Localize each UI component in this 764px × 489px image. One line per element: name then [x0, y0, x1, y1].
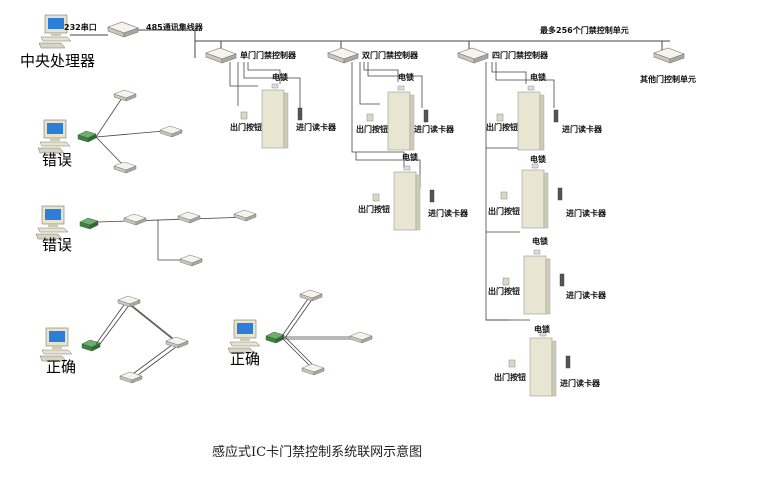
double-door-controller — [327, 47, 359, 64]
diagram-caption: 感应式IC卡门禁控制系统联网示意图 — [212, 444, 422, 460]
hub-label: 485通讯集线器 — [146, 22, 204, 32]
quad-door-set-3 — [502, 249, 565, 315]
other-unit-label: 其他门控制单元 — [640, 74, 696, 84]
quad-reader-label-2: 进门读卡器 — [566, 208, 607, 218]
quad-door-set-2 — [500, 163, 563, 229]
single-lock-label: 电锁 — [272, 72, 288, 82]
quad-wires — [485, 62, 555, 321]
quad-button-label-4: 出门按钮 — [494, 372, 526, 382]
ctrl-double-label: 双门门禁控制器 — [362, 50, 419, 60]
quad-door-set-1 — [496, 85, 559, 151]
quad-button-label-2: 出门按钮 — [488, 206, 520, 216]
wrong-label-2: 错误 — [42, 236, 72, 254]
double-door-set-1 — [366, 85, 429, 151]
quad-button-label-1: 出门按钮 — [486, 122, 518, 132]
ctrl-single-label: 单门门禁控制器 — [240, 50, 297, 60]
single-reader-label: 进门读卡器 — [296, 122, 337, 132]
central-label: 中央处理器 — [20, 52, 95, 70]
double-wires — [351, 62, 423, 188]
quad-lock-label-4: 电锁 — [534, 324, 550, 334]
wrong-tree-topology — [35, 205, 257, 267]
single-door-set — [240, 83, 303, 149]
wrong-star-topology — [37, 89, 183, 174]
quad-door-controller — [457, 47, 489, 64]
other-control-unit — [653, 47, 685, 64]
quad-button-label-3: 出门按钮 — [488, 286, 520, 296]
correct-label-2: 正确 — [230, 350, 260, 368]
double-lock-label-2: 电锁 — [402, 152, 418, 162]
port-label: 232串口 — [64, 22, 97, 32]
quad-lock-label-3: 电锁 — [532, 236, 548, 246]
quad-reader-label-1: 进门读卡器 — [562, 124, 603, 134]
wrong-label-1: 错误 — [42, 151, 72, 169]
double-reader-label-1: 进门读卡器 — [414, 124, 455, 134]
ctrl-quad-label: 四门门禁控制器 — [492, 50, 549, 60]
quad-reader-label-4: 进门读卡器 — [560, 378, 601, 388]
quad-lock-label-1: 电锁 — [530, 72, 546, 82]
double-button-label-1: 出门按钮 — [356, 124, 388, 134]
single-wires — [229, 62, 301, 108]
double-door-set-2 — [372, 165, 435, 231]
correct-chain-topology-2 — [227, 289, 373, 376]
single-door-controller — [205, 47, 237, 64]
double-lock-label-1: 电锁 — [398, 72, 414, 82]
correct-chain-topology-1 — [39, 295, 189, 384]
max-units-label: 最多256个门禁控制单元 — [540, 25, 629, 35]
double-reader-label-2: 进门读卡器 — [428, 208, 469, 218]
hub-device — [107, 21, 139, 38]
single-button-label: 出门按钮 — [230, 122, 262, 132]
correct-label-1: 正确 — [46, 358, 76, 376]
quad-lock-label-2: 电锁 — [530, 154, 546, 164]
quad-reader-label-3: 进门读卡器 — [566, 290, 607, 300]
double-button-label-2: 出门按钮 — [358, 204, 390, 214]
